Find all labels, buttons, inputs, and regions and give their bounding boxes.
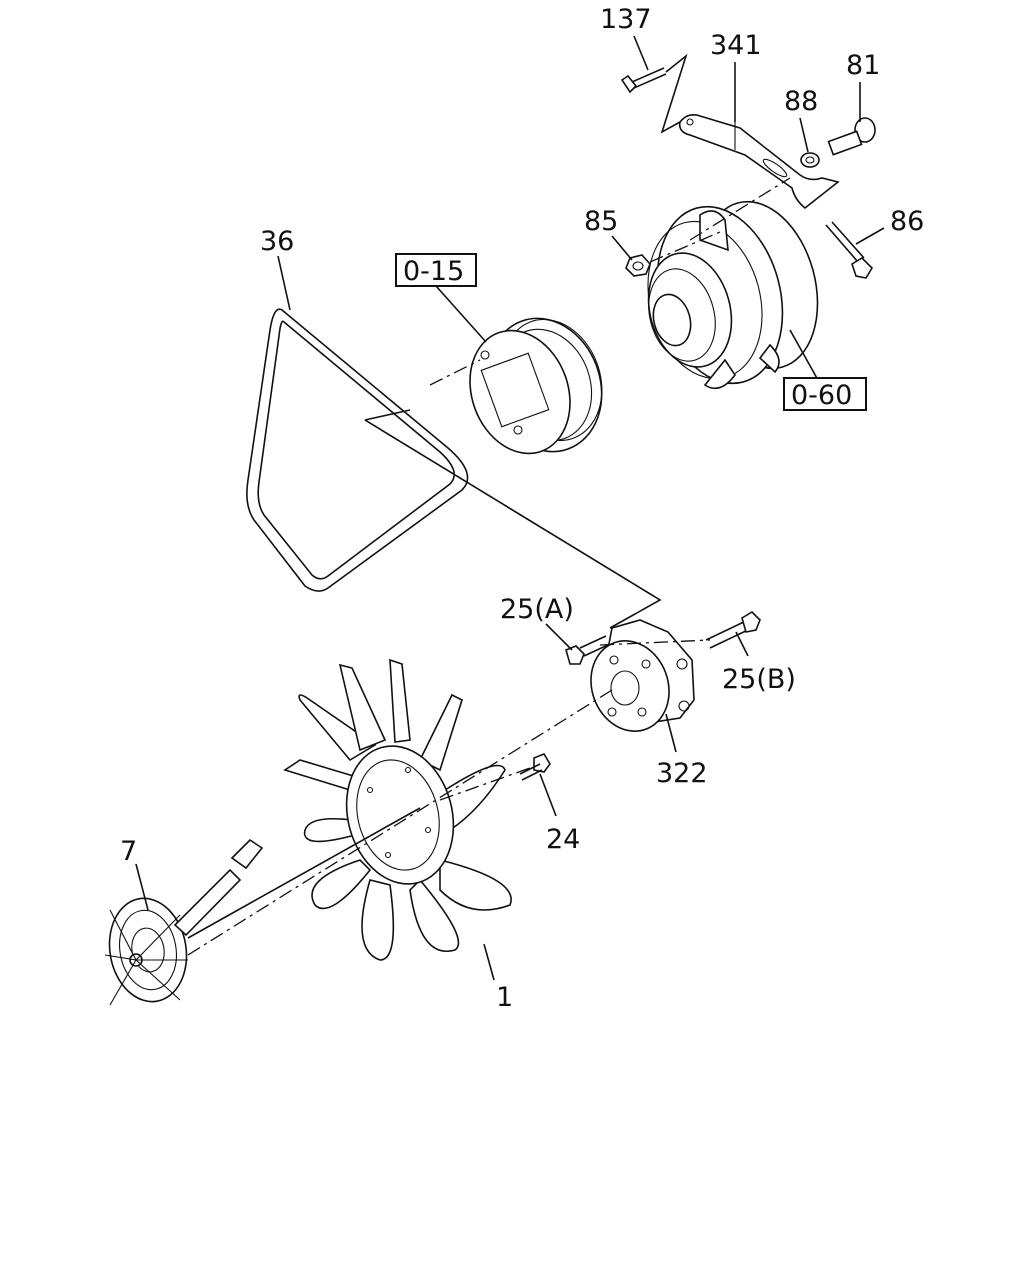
leader-322: [665, 713, 677, 753]
alt-center-line: [649, 231, 721, 263]
bolt-81: [827, 117, 876, 156]
callout-322: 322: [656, 758, 708, 789]
ref-box-015[interactable]: 0-15: [395, 253, 477, 287]
callout-7: 7: [120, 836, 137, 867]
pulley-center-line: [429, 359, 481, 386]
callout-25b: 25(B): [722, 664, 796, 695]
leader-24: [539, 773, 557, 817]
leader-015: [435, 285, 487, 343]
ref-015-label: 0-15: [403, 256, 464, 287]
leader-85: [611, 235, 633, 261]
belt-to-clutch-line: [364, 409, 662, 629]
leader-060: [789, 329, 819, 381]
leader-1: [483, 943, 495, 981]
fan-drive: [104, 838, 264, 1006]
leader-86: [855, 227, 885, 245]
leader-36: [277, 255, 291, 311]
callout-341: 341: [710, 30, 762, 61]
crank-pulley: [469, 317, 603, 455]
washer-88: [800, 152, 820, 168]
drive-belt: [246, 308, 469, 592]
bracket: [678, 114, 840, 210]
leader-25b: [735, 631, 749, 657]
leader-137: [633, 35, 649, 71]
bolt-24: [519, 753, 551, 781]
bolt-25a: [565, 635, 611, 665]
fan-axis-line-2: [187, 807, 421, 939]
bolt-137: [620, 67, 667, 94]
bracket-center-line: [689, 177, 791, 241]
bolt-25b: [705, 610, 761, 649]
bolt-86: [825, 221, 874, 279]
clutch-axis-line: [599, 639, 711, 646]
bolt137-center-line: [660, 53, 688, 134]
cooling-fan: [283, 658, 512, 961]
ref-060-label: 0-60: [791, 380, 852, 411]
callout-24: 24: [546, 824, 580, 855]
ref-box-060[interactable]: 0-60: [783, 377, 867, 411]
leader-7: [135, 863, 149, 911]
nut-85: [625, 254, 651, 277]
bolt24-axis-line: [439, 767, 531, 801]
leader-88: [799, 117, 809, 153]
callout-88: 88: [784, 86, 818, 117]
callout-137: 137: [600, 4, 652, 35]
callout-86: 86: [890, 206, 924, 237]
fan-clutch: [590, 619, 695, 732]
leader-25a: [545, 623, 573, 651]
fan-axis-line-1: [187, 689, 613, 956]
callout-85: 85: [584, 206, 618, 237]
alternator: [647, 200, 819, 390]
callout-25a: 25(A): [500, 594, 574, 625]
callout-36: 36: [260, 226, 294, 257]
callout-81: 81: [846, 50, 880, 81]
callout-1: 1: [496, 982, 513, 1013]
